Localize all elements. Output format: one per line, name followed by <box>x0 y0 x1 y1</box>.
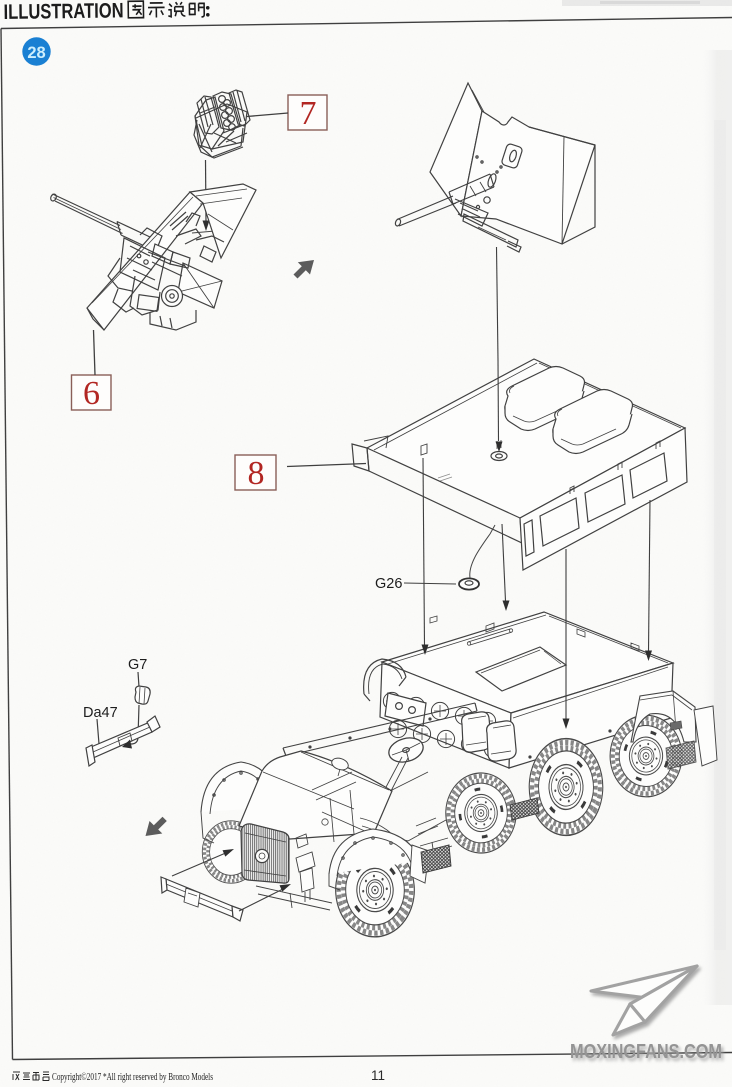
svg-text:G26: G26 <box>375 576 402 592</box>
svg-text:Da47: Da47 <box>83 705 118 721</box>
svg-text:MOXINGFANS.COM: MOXINGFANS.COM <box>570 1041 722 1063</box>
svg-text:ILLUSTRATION: ILLUSTRATION <box>3 0 123 24</box>
svg-text:7: 7 <box>300 95 317 132</box>
svg-text:G7: G7 <box>128 657 147 673</box>
svg-text:6: 6 <box>83 375 100 412</box>
svg-text:28: 28 <box>27 44 45 62</box>
svg-text:Copyright©2017 *All right res: Copyright©2017 *All right reserved by Br… <box>52 1072 213 1083</box>
svg-text:11: 11 <box>371 1068 385 1083</box>
svg-text:8: 8 <box>248 455 265 492</box>
